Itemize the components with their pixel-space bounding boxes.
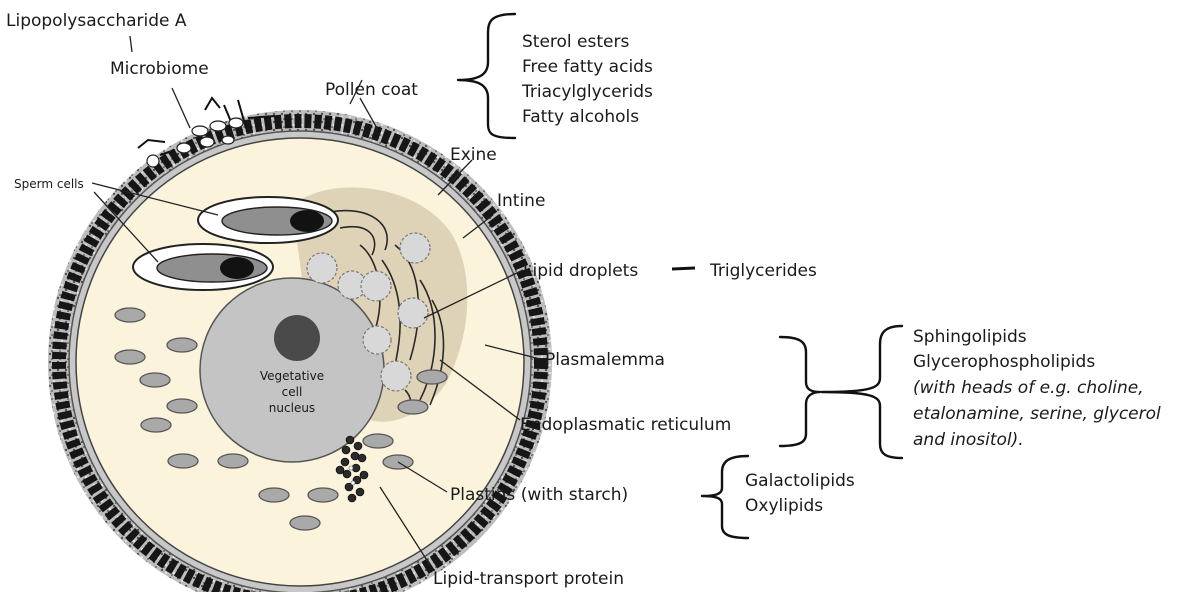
- plastid-lipid-2: Oxylipids: [745, 496, 823, 516]
- label-microbiome: Microbiome: [110, 59, 209, 79]
- pollen-coat-brace: [458, 14, 515, 138]
- label-triglycerides: Triglycerides: [709, 261, 817, 281]
- label-pollen-coat: Pollen coat: [325, 80, 418, 100]
- nucleus-label-3: nucleus: [269, 401, 315, 415]
- nucleus-label-1: Vegetative: [260, 369, 324, 383]
- label-intine: Intine: [497, 191, 545, 211]
- sperm-cell-1: [198, 197, 338, 243]
- label-plasmalemma: Plasmalemma: [545, 350, 665, 370]
- membrane-lipid-5: and inositol).: [913, 430, 1024, 450]
- pollen-coat-lipid-4: Fatty alcohols: [522, 107, 639, 127]
- pollen-coat-lipid-1: Sterol esters: [522, 32, 629, 52]
- pollen-coat-lipid-2: Free fatty acids: [522, 57, 653, 77]
- label-sperm-cells: Sperm cells: [14, 177, 84, 191]
- membrane-lipid-4: etalonamine, serine, glycerol: [913, 404, 1161, 424]
- label-er: Endoplasmatic reticulum: [520, 415, 731, 435]
- pollen-grain: Vegetative cell nucleus: [48, 98, 552, 592]
- membrane-lipid-3: (with heads of e.g. choline,: [913, 378, 1144, 398]
- membrane-lipid-2: Glycerophospholipids: [913, 352, 1095, 372]
- label-exine: Exine: [450, 145, 497, 165]
- nucleolus: [274, 315, 320, 361]
- plastid-lipid-1: Galactolipids: [745, 471, 855, 491]
- membrane-lipids-brace: [822, 326, 902, 458]
- nucleus-label-2: cell: [282, 385, 303, 399]
- label-ltp: Lipid-transport protein: [433, 569, 624, 589]
- membrane-lipid-1: Sphingolipids: [913, 327, 1027, 347]
- label-plastids: Plastids (with starch): [450, 485, 628, 505]
- pollen-coat-lipid-3: Triacylglycerids: [521, 82, 653, 102]
- sperm-cell-2: [133, 244, 273, 290]
- label-lps: Lipopolysaccharide A: [6, 11, 187, 31]
- plastid-lipids-brace: [702, 456, 748, 538]
- plasmalemma-brace-right: [780, 337, 820, 446]
- label-lipid-droplets: Lipid droplets: [523, 261, 638, 281]
